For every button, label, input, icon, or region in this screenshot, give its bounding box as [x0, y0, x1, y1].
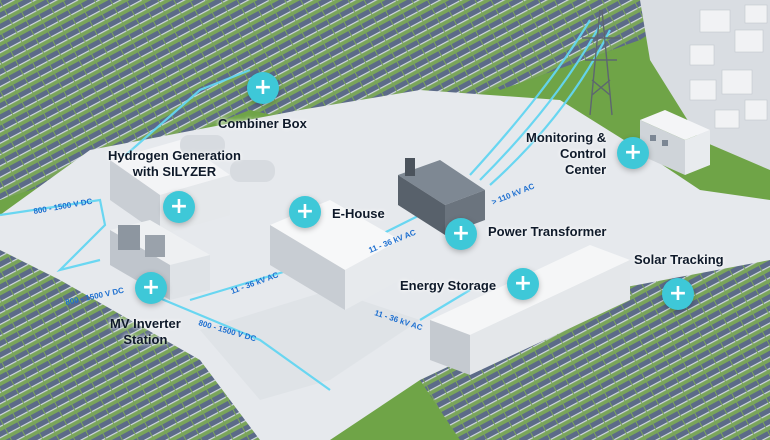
plus-icon: + [451, 221, 471, 246]
combiner-box-button[interactable]: + [247, 72, 279, 104]
power-transformer-label: Power Transformer [488, 224, 607, 239]
monitoring-label-line1: Monitoring & [526, 130, 607, 145]
solar-tracking-button[interactable]: + [662, 278, 694, 310]
mv-inverter-label-line1: MV Inverter [110, 316, 181, 331]
e-house-label: E-House [332, 206, 385, 221]
monitoring-label: Monitoring & Control Center [526, 130, 606, 178]
monitoring-label-line2: Control [559, 146, 607, 161]
solar-field-top-right [420, 0, 700, 90]
power-transformer-button[interactable]: + [445, 218, 477, 250]
plus-icon: + [668, 281, 688, 306]
cable-lines [0, 19, 611, 391]
monitoring-button[interactable]: + [617, 137, 649, 169]
hydrogen-label: Hydrogen Generation with SILYZER [108, 148, 241, 180]
plus-icon: + [253, 75, 273, 100]
monitoring-label-line3: Center [564, 162, 607, 177]
hydrogen-label-line2: with SILYZER [132, 164, 217, 179]
energy-storage-label: Energy Storage [400, 278, 497, 293]
mv-inverter-label-line2: Station [123, 332, 168, 347]
town-buildings [689, 4, 768, 129]
plus-icon: + [513, 271, 533, 296]
solar-tracking-label: Solar Tracking [634, 252, 724, 267]
solar-field-top [0, 0, 600, 200]
transmission-tower [582, 9, 620, 116]
mv-inverter-label: MV Inverter Station [110, 316, 181, 348]
plus-icon: + [169, 194, 189, 219]
pavement-shade [200, 290, 420, 400]
hydrogen-button[interactable]: + [163, 191, 195, 223]
monitoring-building [640, 110, 710, 175]
mv-inverter-button[interactable]: + [135, 272, 167, 304]
e-house-button[interactable]: + [289, 196, 321, 228]
plus-icon: + [295, 199, 315, 224]
plus-icon: + [623, 140, 643, 165]
hydrogen-label-line1: Hydrogen Generation [108, 148, 241, 163]
combiner-box-label: Combiner Box [218, 116, 307, 131]
plus-icon: + [141, 275, 161, 300]
energy-storage-button[interactable]: + [507, 268, 539, 300]
